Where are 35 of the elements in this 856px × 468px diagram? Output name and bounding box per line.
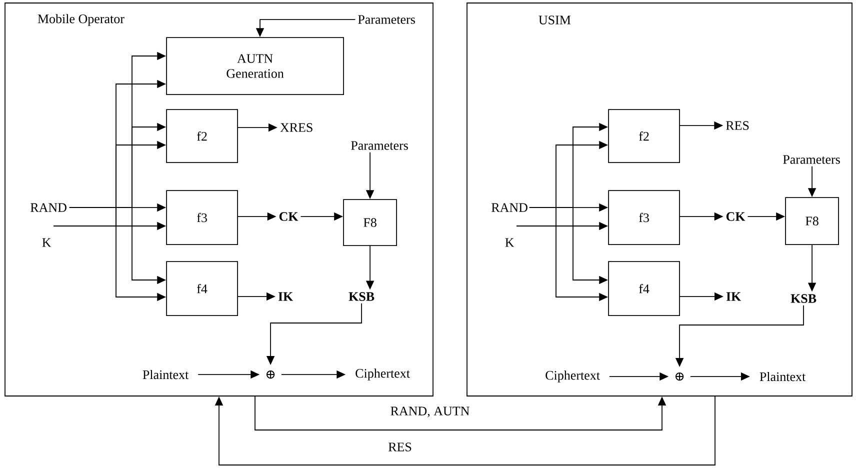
signal-label: CK [279,212,298,221]
signal-label: Parameters [351,141,408,150]
arrow [214,396,716,466]
function-box: F8 [785,197,839,245]
signal-label: RAND [30,203,66,212]
function-box: f4 [166,261,238,316]
signal-label: Parameters [783,155,840,164]
edge-label: RAND, AUTN [389,406,471,418]
signal-label: Ciphertext [356,368,410,380]
xor-symbol: ⊕ [675,372,684,381]
signal-label: IK [726,292,742,301]
signal-label: K [42,238,52,247]
signal-label: IK [278,292,294,301]
xor-symbol: ⊕ [266,370,275,379]
panel-title: Mobile Operator [38,14,124,26]
signal-label: XRES [280,123,312,132]
function-box: AUTN Generation [166,37,344,95]
function-box: f3 [608,190,680,245]
signal-label: RAND [492,203,528,212]
signal-label: KSB [348,292,374,301]
function-box: f2 [166,109,238,163]
signal-label: KSB [790,294,816,303]
signal-label: Ciphertext [546,370,600,382]
signal-label: Plaintext [760,372,806,382]
function-box: f2 [608,109,680,163]
signal-label: CK [726,212,746,221]
panel-title: USIM [538,16,571,24]
edge-label: RES [387,442,413,452]
function-box: F8 [343,199,397,246]
function-box: f3 [166,190,238,245]
signal-label: K [505,238,514,247]
signal-label: Plaintext [142,370,189,380]
signal-label: RES [726,121,749,130]
signal-label: Parameters [358,15,415,24]
function-box: f4 [608,261,680,316]
